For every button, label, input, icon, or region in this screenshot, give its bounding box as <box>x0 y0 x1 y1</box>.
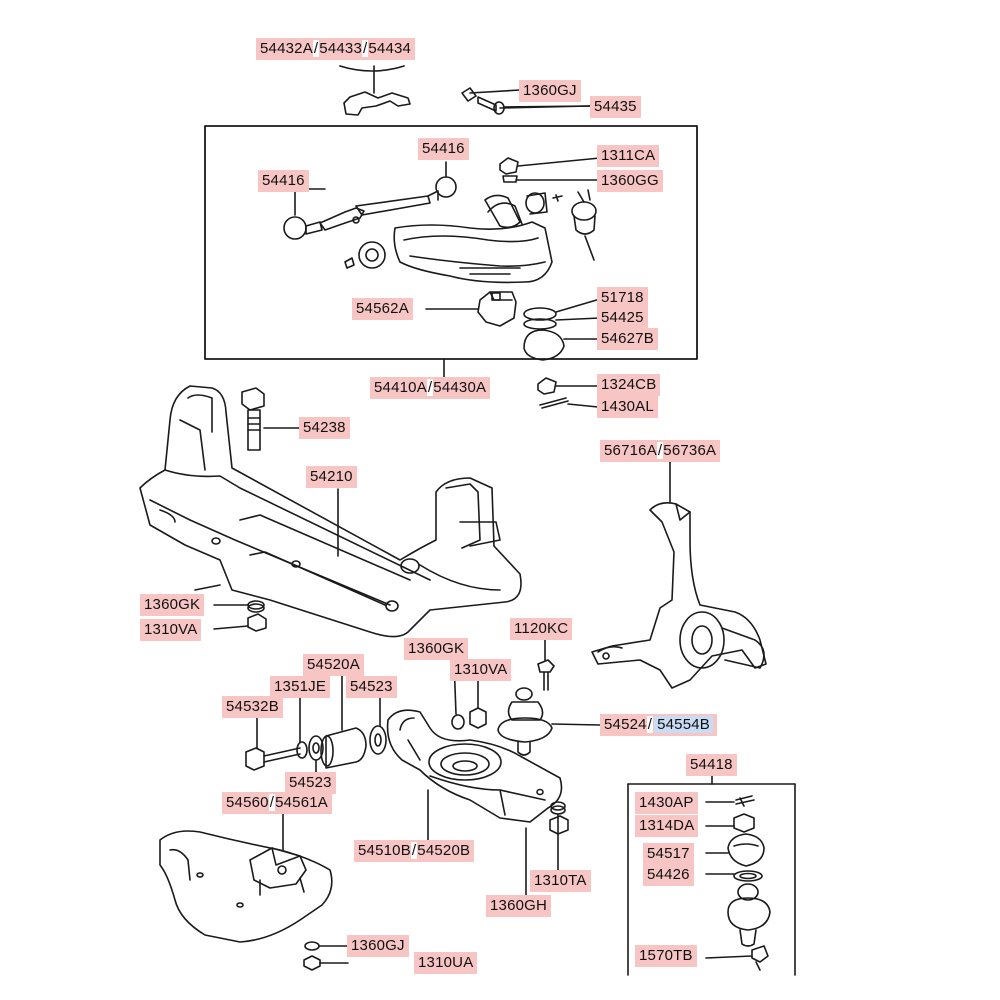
label-1360GK-mid[interactable]: 1360GK <box>404 638 469 660</box>
lower-ball-joint-54524-part <box>497 687 601 756</box>
label-56736A[interactable]: 56736A <box>663 442 717 459</box>
label-1360GJ-top[interactable]: 1360GJ <box>519 80 581 102</box>
strut-bracket-54560-part <box>159 811 333 943</box>
label-54432A-54433-54434[interactable]: 54432A/54433/54434 <box>256 38 416 60</box>
label-separator: / <box>410 842 418 859</box>
bolt-1570TB-part <box>705 945 769 971</box>
washer-1360GK-left <box>213 600 265 613</box>
label-1430AL[interactable]: 1430AL <box>597 396 658 418</box>
upper-ball-joint-part <box>571 189 597 261</box>
leader-54435 <box>499 105 591 109</box>
label-1310UA[interactable]: 1310UA <box>414 952 478 974</box>
label-54520A[interactable]: 54520A <box>303 654 364 676</box>
label-54416-left[interactable]: 54416 <box>258 170 309 192</box>
ball-joint-seal-parts <box>523 298 601 361</box>
label-1311CA[interactable]: 1311CA <box>597 145 660 167</box>
label-54524-54554B[interactable]: 54524/54554B <box>600 714 718 736</box>
label-56716A[interactable]: 56716A <box>604 442 657 459</box>
label-54510B[interactable]: 54510B <box>358 842 411 859</box>
label-54562A[interactable]: 54562A <box>352 298 413 320</box>
label-separator: / <box>362 40 369 57</box>
label-54433[interactable]: 54433 <box>319 40 363 57</box>
label-54430A[interactable]: 54430A <box>433 379 487 396</box>
label-separator: / <box>656 442 664 459</box>
label-54210[interactable]: 54210 <box>306 466 357 488</box>
bolt-1120KC-part <box>537 639 555 691</box>
label-1324CB[interactable]: 1324CB <box>597 374 661 396</box>
label-1314DA[interactable]: 1314DA <box>635 815 699 837</box>
nut-1311CA-part <box>499 157 601 183</box>
nut-1310VA-left <box>213 613 267 632</box>
nut-1310UA-part <box>303 955 349 971</box>
label-54434[interactable]: 54434 <box>368 40 412 57</box>
label-1360GG[interactable]: 1360GG <box>597 170 663 192</box>
washer-1360GJ-bottom <box>304 941 349 951</box>
label-1360GK-left[interactable]: 1360GK <box>140 594 205 616</box>
lower-arm-54510B-part <box>386 709 563 841</box>
nut-1310TA-part <box>550 801 566 871</box>
label-1310TA[interactable]: 1310TA <box>530 870 591 892</box>
label-54560[interactable]: 54560 <box>226 794 269 811</box>
label-51718[interactable]: 51718 <box>597 287 648 309</box>
label-1430AP[interactable]: 1430AP <box>635 792 698 814</box>
label-1570TB[interactable]: 1570TB <box>635 945 697 967</box>
upper-arm-group-frame <box>204 125 698 360</box>
label-54523-top[interactable]: 54523 <box>346 676 397 698</box>
boot-54517-part <box>705 833 765 867</box>
label-54432A[interactable]: 54432A <box>260 40 313 57</box>
label-54524[interactable]: 54524 <box>604 716 647 733</box>
label-54561A[interactable]: 54561A <box>275 794 329 811</box>
label-54510B-54520B[interactable]: 54510B/54520B <box>354 840 475 862</box>
label-1360GJ-bottom[interactable]: 1360GJ <box>347 935 409 957</box>
label-56716A-56736A[interactable]: 56716A/56736A <box>600 440 721 462</box>
label-1360GH[interactable]: 1360GH <box>486 895 552 917</box>
bushing-54523-right <box>369 696 387 755</box>
label-54426[interactable]: 54426 <box>643 864 694 886</box>
upper-arm-body-part <box>344 192 563 284</box>
label-54554B[interactable]: 54554B <box>654 716 714 733</box>
nut-1324CB-part <box>537 377 599 409</box>
crossmember-54210-part <box>139 385 522 638</box>
label-54627B[interactable]: 54627B <box>597 328 658 350</box>
label-1310VA-left[interactable]: 1310VA <box>140 619 202 641</box>
label-1310VA-mid[interactable]: 1310VA <box>450 659 512 681</box>
washer-1351JE-part <box>296 696 308 759</box>
shim-plate-part <box>339 65 411 116</box>
bushing-54520A-part <box>320 674 367 769</box>
label-54238[interactable]: 54238 <box>299 417 350 439</box>
pin-1430AP-part <box>705 795 755 807</box>
ring-54426-part <box>705 870 763 882</box>
label-54418[interactable]: 54418 <box>686 754 737 776</box>
label-separator: / <box>312 40 320 57</box>
steering-knuckle-part <box>591 461 767 689</box>
label-54435[interactable]: 54435 <box>590 96 641 118</box>
label-1120KC[interactable]: 1120KC <box>510 618 573 640</box>
label-separator: / <box>646 716 654 733</box>
washer-1360GH-part <box>525 815 569 896</box>
label-54410A[interactable]: 54410A <box>374 379 427 396</box>
label-separator: / <box>268 794 276 811</box>
label-separator: / <box>426 379 434 396</box>
label-54517[interactable]: 54517 <box>643 843 694 865</box>
label-1351JE[interactable]: 1351JE <box>270 676 331 698</box>
label-54560-54561A[interactable]: 54560/54561A <box>222 792 333 814</box>
label-54416-right[interactable]: 54416 <box>418 138 469 160</box>
ball-joint-stud-part <box>727 883 771 947</box>
bolt-54238-part <box>241 387 301 451</box>
nut-1314DA-part <box>705 813 755 833</box>
label-54410A-54430A[interactable]: 54410A/54430A <box>370 377 491 399</box>
label-54520B[interactable]: 54520B <box>417 842 471 859</box>
label-54532B[interactable]: 54532B <box>222 696 283 718</box>
label-54425[interactable]: 54425 <box>597 307 648 329</box>
upper-arm-shaft-part <box>283 161 457 240</box>
bolt-54532B-part <box>245 714 301 771</box>
bump-stopper-part <box>425 291 517 327</box>
ball-joint-kit-bracket <box>627 775 796 976</box>
label-54523-bottom[interactable]: 54523 <box>285 772 336 794</box>
